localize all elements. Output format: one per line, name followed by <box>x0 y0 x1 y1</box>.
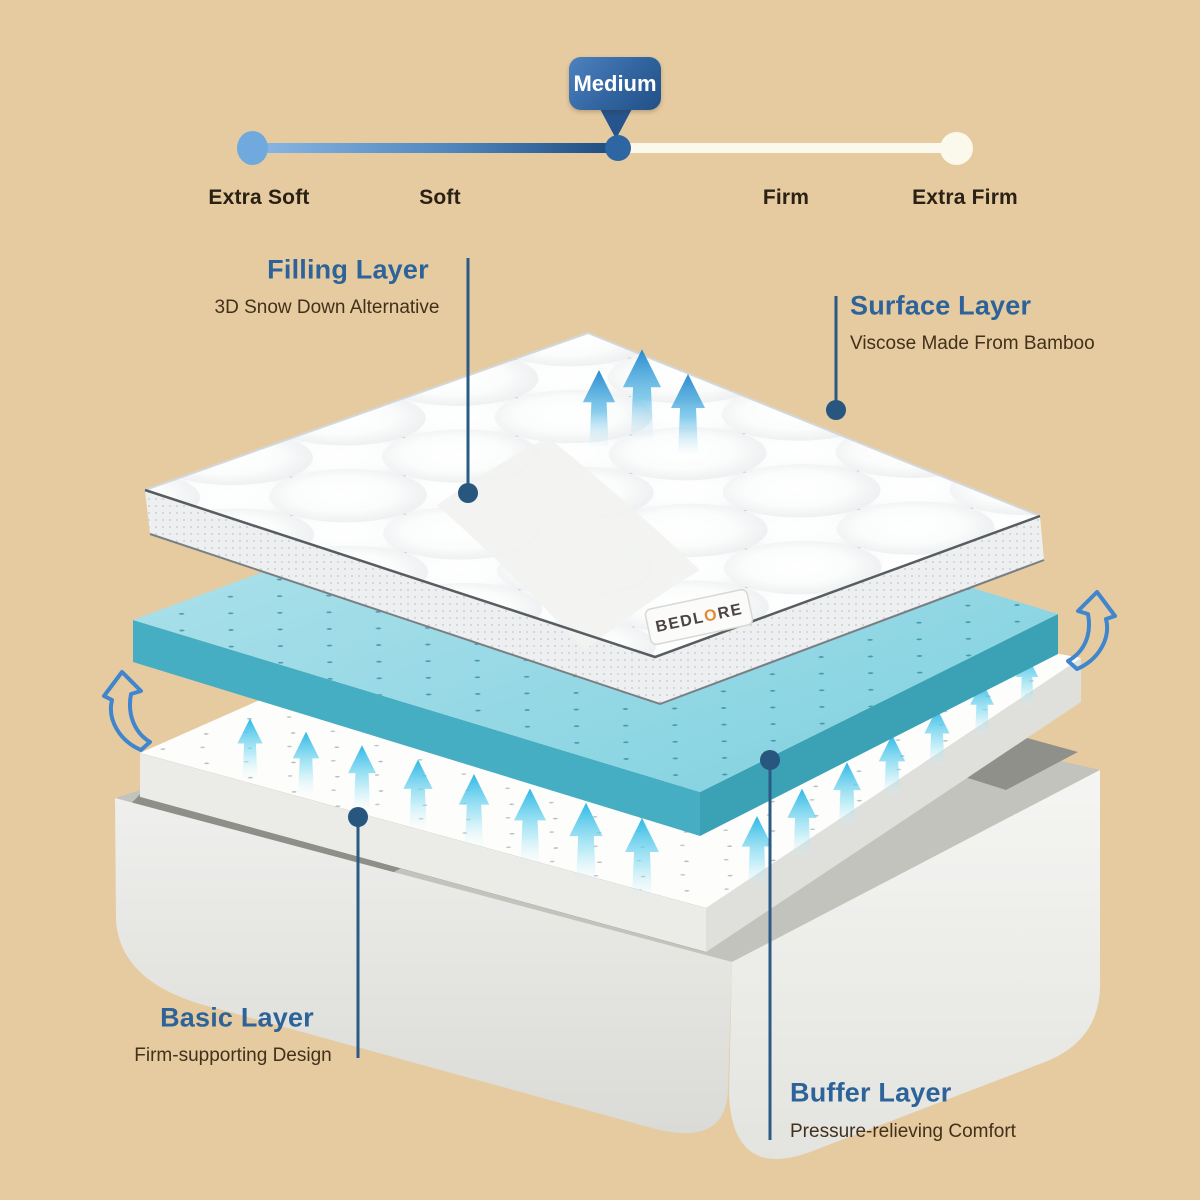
filling-layer-title: Filling Layer <box>267 254 429 285</box>
buffer-layer-subtitle: Pressure-relieving Comfort <box>790 1121 1016 1142</box>
surface-layer-title: Surface Layer <box>850 290 1032 321</box>
buffer-callout-dot <box>760 750 780 770</box>
breathability-arrow-icon-left <box>102 670 152 752</box>
firmness-endpoint-firm <box>940 132 973 165</box>
support-foam-left-face2 <box>140 753 706 952</box>
firmness-badge-pointer <box>599 107 633 139</box>
gel-foam-left-face <box>133 620 700 836</box>
callout-lines <box>356 258 838 1140</box>
firmness-badge: Medium <box>569 57 661 110</box>
firmness-track-soft-segment <box>252 143 618 153</box>
filling-layer-subtitle: 3D Snow Down Alternative <box>214 297 440 318</box>
topper-piping-bottom <box>149 533 1045 706</box>
topper-mesh-gusset <box>145 490 1044 704</box>
firmness-badge-label: Medium <box>573 70 657 96</box>
surface-layer-subtitle: Viscose Made From Bamboo <box>850 333 1095 354</box>
basic-layer-subtitle: Firm-supporting Design <box>134 1045 332 1066</box>
firmness-label-soft: Soft <box>419 186 461 209</box>
gel-foam-right-face <box>700 614 1058 836</box>
basic-callout-dot <box>348 807 368 827</box>
brand-tag: BEDLORE <box>644 588 754 646</box>
surface-callout-dot <box>826 400 846 420</box>
firmness-endpoint-soft <box>237 131 268 165</box>
quilted-topper: BEDLORE <box>141 331 1045 706</box>
breathability-arrow-icon-right <box>1066 590 1117 671</box>
buffer-layer-title: Buffer Layer <box>790 1077 952 1108</box>
callout-dots <box>348 400 846 827</box>
topper-piping-top <box>144 488 1041 659</box>
firmness-label-extra-firm: Extra Firm <box>912 186 1018 209</box>
firmness-label-extra-soft: Extra Soft <box>208 186 310 209</box>
base-right-face <box>729 770 1100 1159</box>
firmness-label-firm: Firm <box>762 186 810 209</box>
topper-smooth-filling-patch <box>437 437 700 650</box>
filling-callout-dot <box>458 483 478 503</box>
firmness-track-firm-segment <box>618 143 956 153</box>
firmness-indicator-dot <box>605 135 631 161</box>
base-left-face <box>115 798 732 1134</box>
basic-layer-title: Basic Layer <box>160 1002 314 1033</box>
